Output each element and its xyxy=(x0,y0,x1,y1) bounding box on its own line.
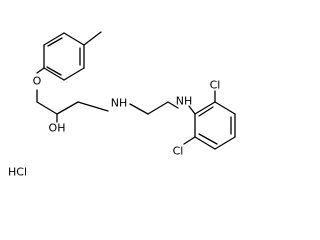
chlorine-label-bottom: Cl xyxy=(173,145,184,158)
oxygen-ether-label: O xyxy=(33,75,42,88)
hydroxyl-label: OH xyxy=(49,122,66,135)
chemical-structure-diagram: O OH NH NH Cl Cl HCl xyxy=(8,31,236,179)
tolyl-ring xyxy=(43,32,85,81)
hydrochloride-label: HCl xyxy=(8,166,27,179)
bond xyxy=(63,32,85,46)
bond xyxy=(214,101,236,115)
amine-label-right: NH xyxy=(176,95,193,108)
double-bond-inner xyxy=(198,133,218,145)
bond xyxy=(183,136,196,145)
bond xyxy=(77,101,109,112)
bond xyxy=(129,103,149,115)
amine-label-left: NH xyxy=(111,97,128,110)
double-bond-inner xyxy=(198,106,214,117)
bond xyxy=(147,101,169,115)
bond xyxy=(36,101,58,115)
bond xyxy=(188,105,196,115)
double-bond-inner xyxy=(46,66,62,76)
bond xyxy=(167,101,179,109)
double-bond-inner xyxy=(47,37,63,47)
bond xyxy=(194,136,216,150)
bond xyxy=(194,101,216,115)
bond xyxy=(56,101,79,115)
bond xyxy=(43,32,65,46)
chlorine-label-top: Cl xyxy=(210,79,221,92)
bond xyxy=(63,67,85,81)
bond xyxy=(43,67,65,81)
bond xyxy=(36,67,45,74)
methyl-bond xyxy=(83,31,102,46)
bond xyxy=(214,136,236,150)
dichlorophenyl-ring xyxy=(194,101,236,150)
